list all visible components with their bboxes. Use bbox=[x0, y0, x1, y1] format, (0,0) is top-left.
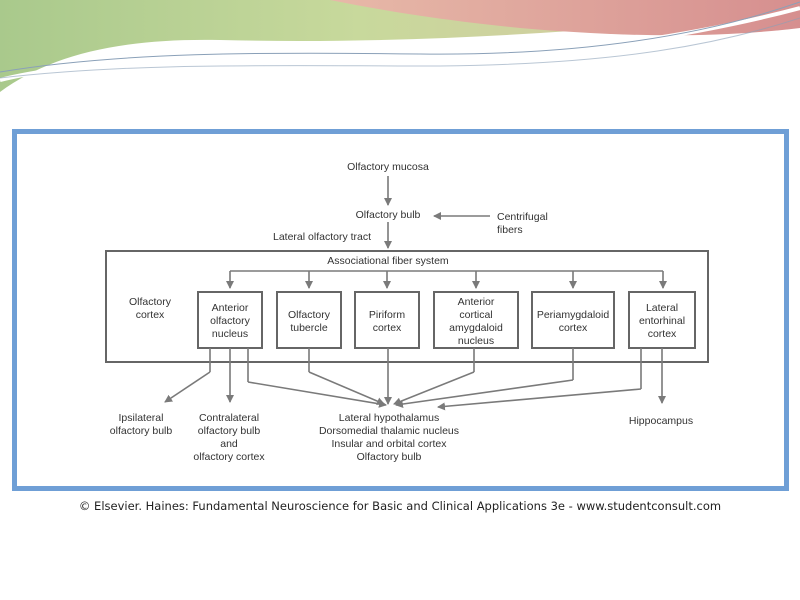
arrow-to-ipsilateral-bulb bbox=[164, 371, 211, 403]
aon-to-hypothalamus bbox=[247, 381, 387, 408]
tubercle-to-hypothalamus bbox=[308, 371, 385, 405]
lateral-olfactory-tract-label: Lateral olfactory tract bbox=[273, 231, 371, 243]
contralateral-label-line4: olfactory cortex bbox=[193, 451, 265, 463]
box-label: nucleus bbox=[458, 335, 494, 347]
olfactory-bulb-label: Olfactory bulb bbox=[356, 209, 421, 221]
box-label: Anterior bbox=[212, 302, 249, 314]
hippocampus-label: Hippocampus bbox=[629, 415, 693, 427]
box-label: tubercle bbox=[290, 322, 328, 334]
central-targets-line2: Dorsomedial thalamic nucleus bbox=[319, 425, 459, 437]
centrifugal-label-line2: fibers bbox=[497, 224, 523, 236]
centrifugal-label-line1: Centrifugal bbox=[497, 211, 548, 223]
box-label: Anterior bbox=[458, 296, 495, 308]
box-label: Lateral bbox=[646, 302, 678, 314]
contralateral-label-line2: olfactory bulb bbox=[198, 425, 261, 437]
box-label: nucleus bbox=[212, 328, 248, 340]
decorative-banner bbox=[0, 0, 800, 92]
copyright-caption: © Elsevier. Haines: Fundamental Neurosci… bbox=[78, 499, 722, 513]
box-label: cortex bbox=[559, 322, 588, 334]
ipsilateral-bulb-label-line2: olfactory bulb bbox=[110, 425, 173, 437]
piriform-cortex-box bbox=[354, 291, 420, 349]
central-targets-line4: Olfactory bulb bbox=[357, 451, 422, 463]
amygdaloid-to-hypothalamus bbox=[393, 371, 475, 406]
box-label: cortex bbox=[373, 322, 402, 334]
entorhinal-to-hypothalamus bbox=[437, 388, 642, 411]
box-label: Olfactory bbox=[288, 309, 331, 321]
box-label: amygdaloid bbox=[449, 322, 503, 334]
olfactory-mucosa-label: Olfactory mucosa bbox=[347, 161, 429, 173]
box-label: cortex bbox=[648, 328, 677, 340]
box-label: cortical bbox=[459, 309, 492, 321]
box-label: olfactory bbox=[210, 315, 250, 327]
box-label: entorhinal bbox=[639, 315, 685, 327]
anterior-cortical-amygdaloid-nucleus-box bbox=[433, 291, 519, 349]
ipsilateral-bulb-label-line1: Ipsilateral bbox=[119, 412, 164, 424]
associational-fiber-system-label: Associational fiber system bbox=[327, 255, 449, 267]
periamygdaloid-to-hypothalamus bbox=[395, 379, 574, 408]
contralateral-label-line1: Contralateral bbox=[199, 412, 259, 424]
central-targets-line3: Insular and orbital cortex bbox=[332, 438, 448, 450]
lateral-entorhinal-cortex-box bbox=[628, 291, 696, 349]
contralateral-label-line3: and bbox=[220, 438, 238, 450]
box-label: Piriform bbox=[369, 309, 405, 321]
olfactory-cortex-label-line2: cortex bbox=[136, 309, 165, 321]
box-label: Periamygdaloid bbox=[537, 309, 610, 321]
anterior-olfactory-nucleus-box bbox=[197, 291, 263, 349]
central-targets-line1: Lateral hypothalamus bbox=[339, 412, 439, 424]
olfactory-cortex-label-line1: Olfactory bbox=[129, 296, 172, 308]
